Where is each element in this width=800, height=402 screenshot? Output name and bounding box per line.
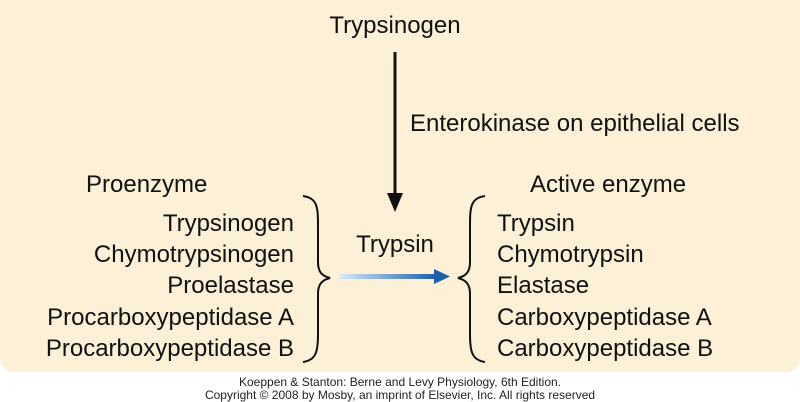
proenzyme-item: Procarboxypeptidase B bbox=[45, 335, 294, 362]
credit-line-1: Koeppen & Stanton: Berne and Levy Physio… bbox=[239, 375, 561, 389]
active-enzyme-item: Trypsin bbox=[497, 210, 575, 237]
conversion-arrow bbox=[340, 269, 450, 284]
proenzyme-item: Procarboxypeptidase A bbox=[47, 304, 294, 331]
active-enzyme-brace bbox=[457, 195, 486, 363]
diagram-graphics bbox=[302, 52, 486, 363]
top-trypsinogen-label: Trypsinogen bbox=[329, 12, 461, 39]
proenzyme-brace bbox=[302, 195, 331, 363]
enterokinase-label: Enterokinase on epithelial cells bbox=[410, 110, 740, 137]
active-enzyme-item: Chymotrypsin bbox=[497, 241, 644, 268]
active-enzyme-item: Elastase bbox=[497, 272, 590, 299]
proenzyme-item: Chymotrypsinogen bbox=[93, 241, 294, 268]
diagram-panel bbox=[0, 0, 800, 372]
active-enzyme-heading: Active enzyme bbox=[530, 171, 687, 198]
proenzyme-item: Trypsinogen bbox=[162, 210, 294, 237]
active-enzyme-item: Carboxypeptidase B bbox=[497, 335, 714, 362]
active-enzyme-item: Carboxypeptidase A bbox=[497, 304, 712, 331]
activation-arrow bbox=[387, 52, 403, 212]
proenzyme-item: Proelastase bbox=[167, 272, 294, 299]
credit-line-2: Copyright © 2008 by Mosby, an imprint of… bbox=[204, 388, 596, 402]
trypsin-center-label: Trypsin bbox=[356, 231, 434, 258]
proenzyme-heading: Proenzyme bbox=[86, 171, 208, 198]
